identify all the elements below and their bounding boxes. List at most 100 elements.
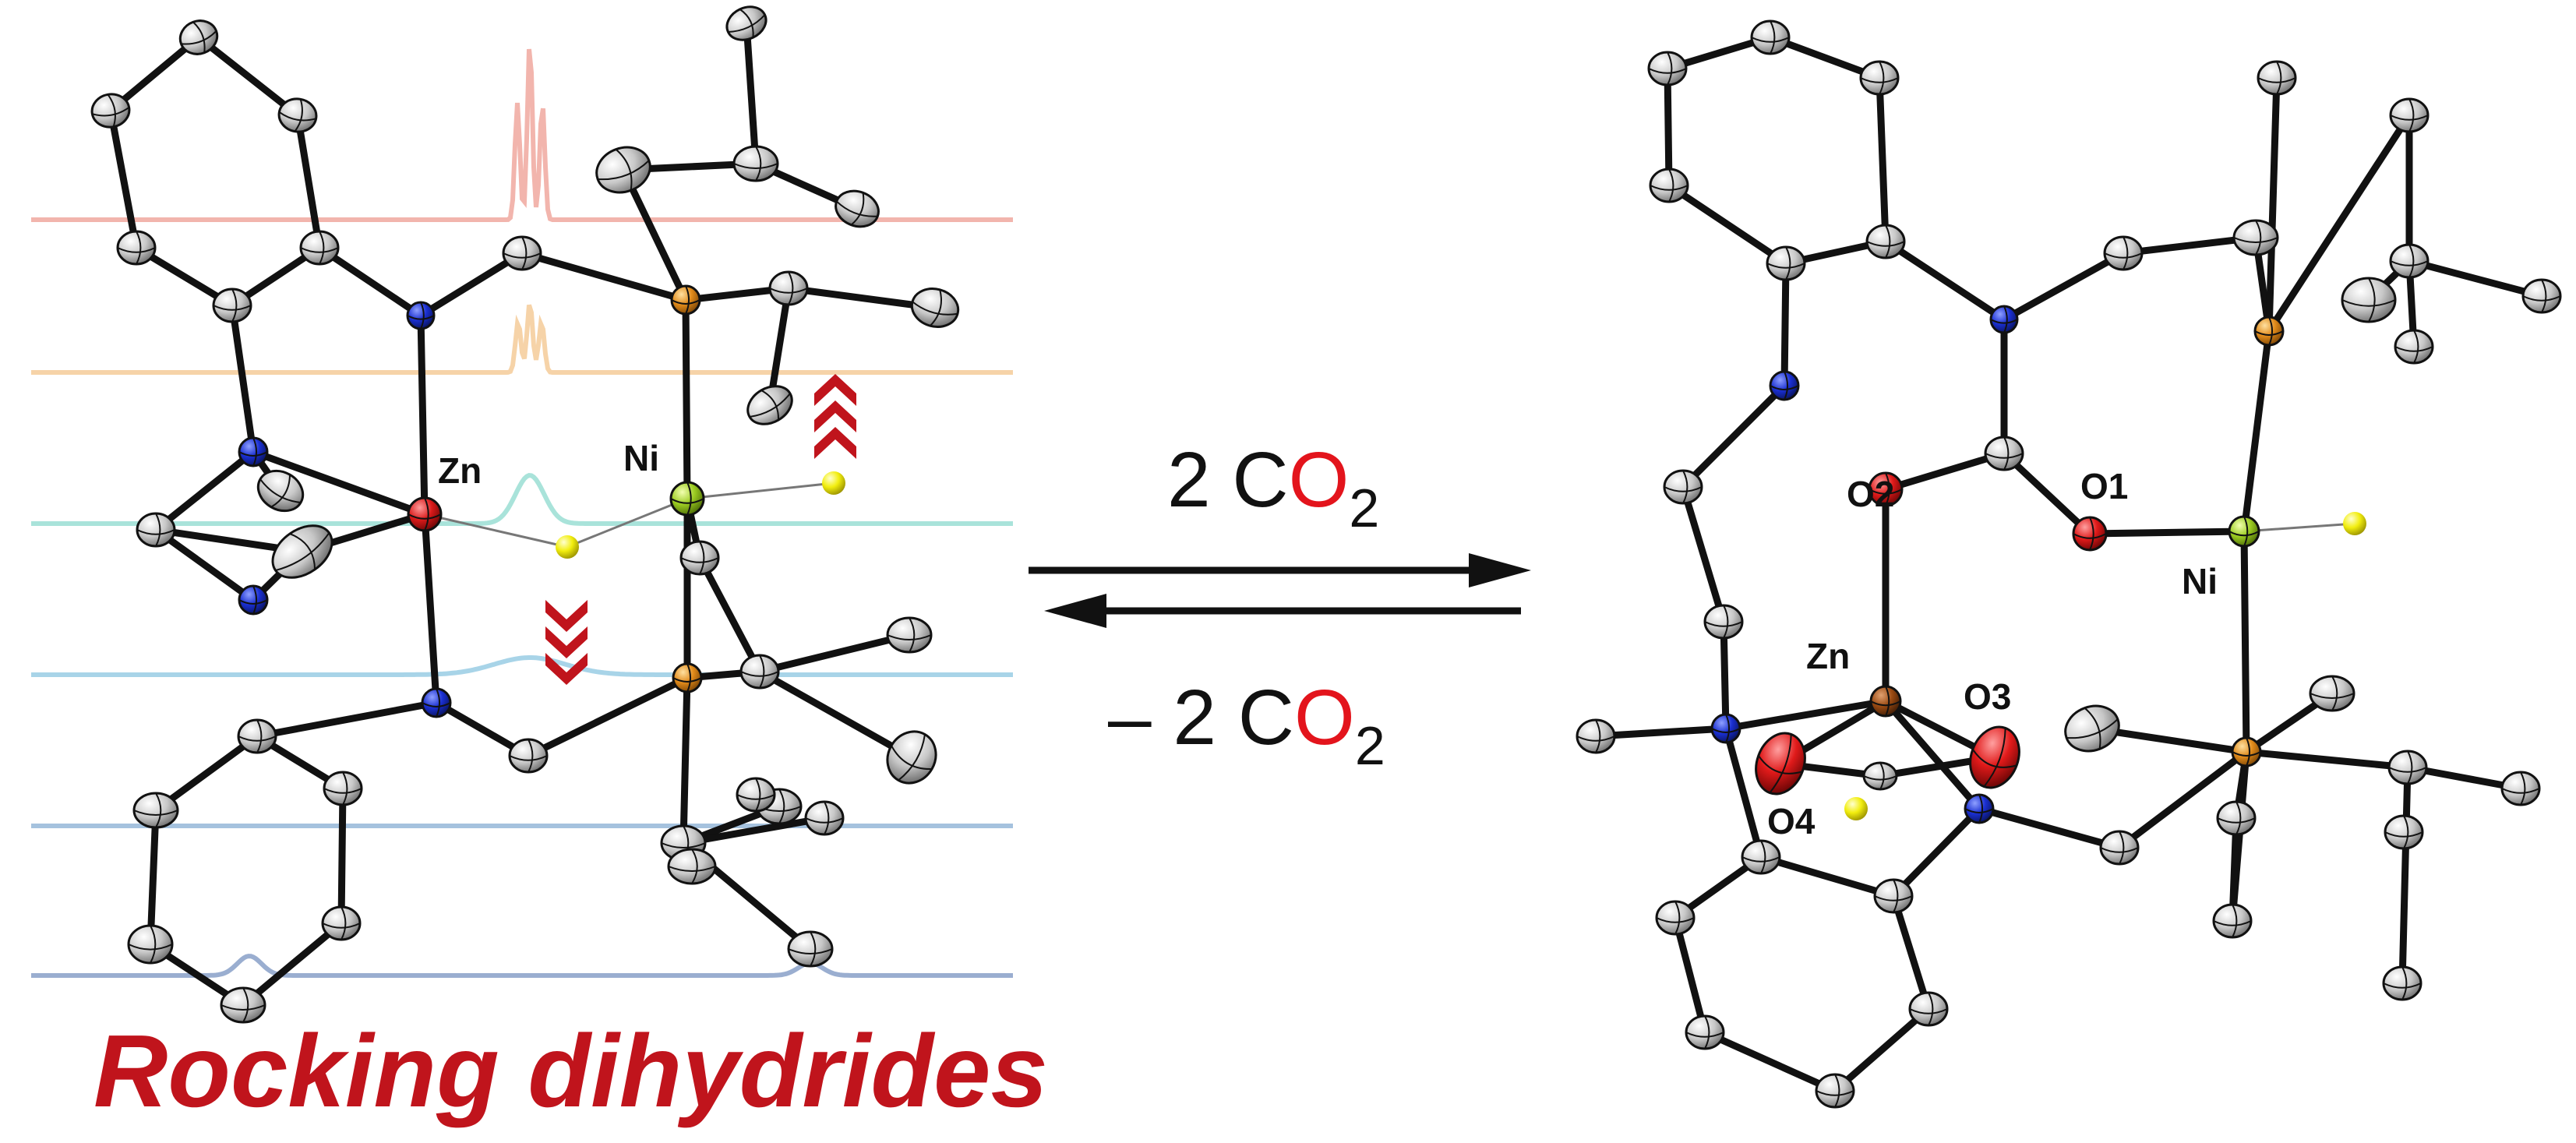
- oxygen-atom: [1868, 471, 1904, 507]
- carbon-atom: [271, 524, 333, 579]
- bond: [1882, 238, 2008, 323]
- carbon-atom: [804, 800, 845, 836]
- hydride-contact: [424, 513, 568, 549]
- bond: [1722, 725, 1765, 861]
- carbon-atom: [1865, 224, 1906, 259]
- carbon-atom: [679, 540, 720, 576]
- chevron-up-icon: [814, 374, 856, 459]
- carbon-atom: [90, 93, 131, 129]
- bond: [785, 284, 939, 312]
- carbon-atom: [835, 189, 880, 228]
- bond: [2086, 527, 2248, 538]
- bond: [1665, 182, 1790, 267]
- label-o1: O1: [2080, 466, 2128, 506]
- nickel-atom: [2228, 515, 2260, 548]
- bond: [1876, 74, 1890, 245]
- carbon-atom: [667, 848, 717, 885]
- bond: [152, 526, 257, 604]
- carbon-atom: [1815, 1073, 1855, 1109]
- carbon-atom: [595, 146, 651, 194]
- arrow-left-head: [1044, 594, 1106, 628]
- phosphorus-atom: [2231, 736, 2262, 767]
- carbon-atom: [1750, 19, 1791, 55]
- oxygen-atom: [1755, 732, 1806, 796]
- bond: [239, 919, 345, 1009]
- carbon-atom: [323, 771, 363, 806]
- bond: [253, 699, 440, 740]
- bond: [421, 510, 440, 707]
- carbon-atom: [1862, 761, 1898, 791]
- equilibrium-arrows: [1029, 553, 1531, 628]
- bond: [743, 19, 760, 168]
- bond: [1671, 914, 1709, 1036]
- zinc-atom: [1869, 685, 1902, 718]
- carbon-atom: [2341, 277, 2397, 323]
- carbon-atom: [2103, 235, 2144, 271]
- carbon-atom: [2394, 329, 2434, 365]
- bond: [756, 631, 913, 676]
- carbon-atom: [2212, 903, 2253, 939]
- nitrogen-atom: [238, 436, 269, 467]
- bond: [249, 448, 429, 518]
- oxygen-atom: [1969, 725, 2020, 789]
- bond: [619, 166, 690, 304]
- bond: [2240, 527, 2250, 756]
- bond: [1679, 483, 1727, 626]
- carbon-atom: [299, 230, 340, 266]
- carbon-atom: [256, 469, 305, 513]
- carbon-atom: [220, 986, 266, 1024]
- carbon-atom: [1984, 436, 2024, 471]
- carbon-atom: [910, 288, 960, 328]
- nitrogen-atom: [1710, 713, 1741, 744]
- bond: [107, 107, 140, 252]
- carbon-atom: [502, 235, 542, 271]
- chevron-down-icon: [545, 600, 588, 685]
- bond: [2000, 450, 2094, 538]
- carbon-atom: [732, 145, 779, 182]
- carbon-atom: [2389, 243, 2430, 279]
- carbon-atom: [1873, 878, 1914, 914]
- hydride-atom: [1844, 797, 1868, 820]
- carbon-atom: [1655, 900, 1696, 936]
- bond: [2265, 111, 2413, 335]
- carbon-atom: [136, 512, 176, 548]
- bonds: [107, 19, 2546, 1095]
- bond: [228, 302, 257, 456]
- atoms: [90, 5, 2562, 1109]
- bond: [417, 249, 526, 319]
- hydride-atom: [2343, 512, 2366, 535]
- carbon-atom: [746, 385, 793, 425]
- hydride-contact: [2243, 522, 2355, 533]
- carbon-atom: [1859, 60, 1900, 96]
- bond: [2115, 748, 2250, 852]
- bond: [1890, 805, 1983, 900]
- nmr-trace: [31, 473, 1013, 526]
- forward-reagent: 2 CO2: [1167, 436, 1379, 538]
- label-ni-right: Ni: [2182, 561, 2218, 601]
- bond: [1664, 65, 1673, 189]
- carbon-atom: [2257, 60, 2297, 96]
- carbon-atom: [277, 97, 318, 133]
- bond: [679, 814, 828, 847]
- bond: [518, 249, 690, 304]
- carbon-atom: [787, 930, 834, 968]
- oxygen-atom: [2072, 516, 2108, 552]
- carbon-atom: [2384, 814, 2424, 850]
- caption: Rocking dihydrides: [94, 1014, 1048, 1128]
- label-o4: O4: [1767, 801, 1816, 841]
- carbon-atom: [2099, 830, 2140, 866]
- carbon-atom: [2309, 675, 2355, 712]
- nmr-trace: [31, 655, 1013, 677]
- zinc-atom: [407, 496, 443, 532]
- bond: [337, 785, 347, 927]
- carbon-atom: [886, 730, 937, 785]
- bond: [679, 674, 691, 847]
- bond: [1831, 1005, 1932, 1095]
- bond: [1701, 1028, 1839, 1095]
- carbon-atom: [2389, 97, 2430, 133]
- bond: [1679, 382, 1788, 491]
- bond: [146, 806, 160, 948]
- carbon-atom: [237, 718, 277, 754]
- bond: [1757, 853, 1897, 900]
- arrow-right-head: [1469, 553, 1531, 587]
